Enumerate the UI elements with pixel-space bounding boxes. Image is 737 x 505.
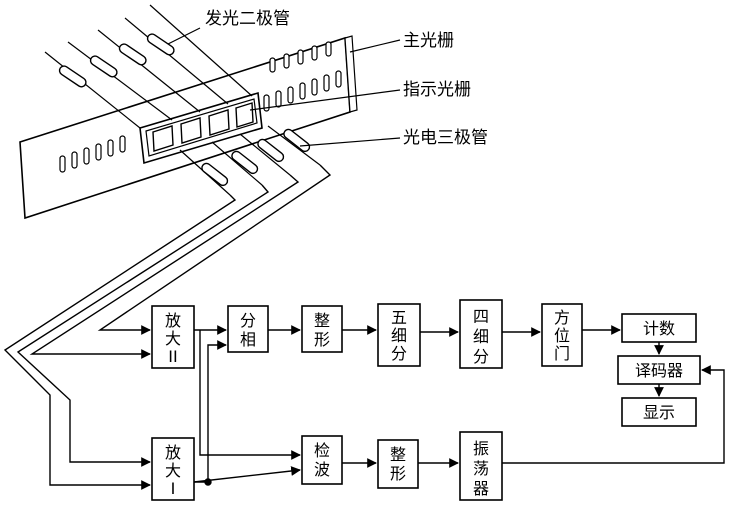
decoder-block: 译码器 <box>617 355 701 385</box>
detector-block: 检 波 <box>301 435 343 485</box>
led-label: 发光二极管 <box>205 9 290 29</box>
svg-text:器: 器 <box>473 479 489 498</box>
svg-text:大: 大 <box>165 329 181 348</box>
index-grating <box>139 91 263 165</box>
main-grating-slots-right <box>263 70 342 112</box>
svg-text:振: 振 <box>473 439 489 458</box>
phase-split-block: 分 相 <box>227 305 269 353</box>
svg-text:五: 五 <box>391 308 407 327</box>
svg-text:I: I <box>171 479 176 498</box>
main-grating-slots-upper <box>269 41 332 73</box>
svg-text:放: 放 <box>165 443 181 462</box>
main-grating-label: 主光栅 <box>403 31 454 51</box>
svg-text:形: 形 <box>314 330 330 349</box>
svg-text:整: 整 <box>314 311 330 330</box>
shaping-2-block: 整 形 <box>377 439 419 489</box>
photodiode-array <box>179 125 321 196</box>
svg-text:分: 分 <box>391 344 407 363</box>
svg-text:计数: 计数 <box>643 319 675 338</box>
svg-text:放: 放 <box>165 311 181 330</box>
svg-text:整: 整 <box>390 445 406 464</box>
signal-wires <box>3 164 332 490</box>
svg-text:荡: 荡 <box>473 459 489 478</box>
shaping-1-block: 整 形 <box>301 305 343 353</box>
main-grating-slots-left <box>59 135 126 173</box>
svg-text:细: 细 <box>473 327 489 346</box>
svg-text:门: 门 <box>554 344 570 363</box>
direction-gate-block: 方 位 门 <box>541 303 583 367</box>
svg-text:显示: 显示 <box>643 403 675 422</box>
photodiode-label: 光电三极管 <box>403 128 488 148</box>
fivefold-block: 五 细 分 <box>377 303 421 367</box>
oscillator-block: 振 荡 器 <box>459 431 503 501</box>
counter-block: 计数 <box>621 313 697 343</box>
amp-i-block: 放 大 I <box>151 437 195 501</box>
index-grating-label: 指示光栅 <box>403 80 471 100</box>
display-block: 显示 <box>621 397 697 427</box>
svg-text:细: 细 <box>391 326 407 345</box>
svg-text:大: 大 <box>165 461 181 480</box>
svg-text:位: 位 <box>554 326 570 345</box>
svg-text:形: 形 <box>390 464 406 483</box>
led-array <box>44 4 253 129</box>
svg-text:分: 分 <box>240 311 256 330</box>
amp-ii-block: 放 大 II <box>151 305 195 369</box>
svg-text:波: 波 <box>314 460 330 479</box>
leader-lines <box>167 27 401 147</box>
block-connections <box>193 325 725 486</box>
svg-text:相: 相 <box>240 330 256 349</box>
svg-text:方: 方 <box>554 308 570 327</box>
svg-text:II: II <box>168 347 177 366</box>
svg-text:分: 分 <box>473 347 489 366</box>
svg-text:四: 四 <box>473 307 489 326</box>
fourfold-block: 四 细 分 <box>459 299 503 369</box>
svg-text:译码器: 译码器 <box>635 361 683 380</box>
svg-text:检: 检 <box>314 441 330 460</box>
